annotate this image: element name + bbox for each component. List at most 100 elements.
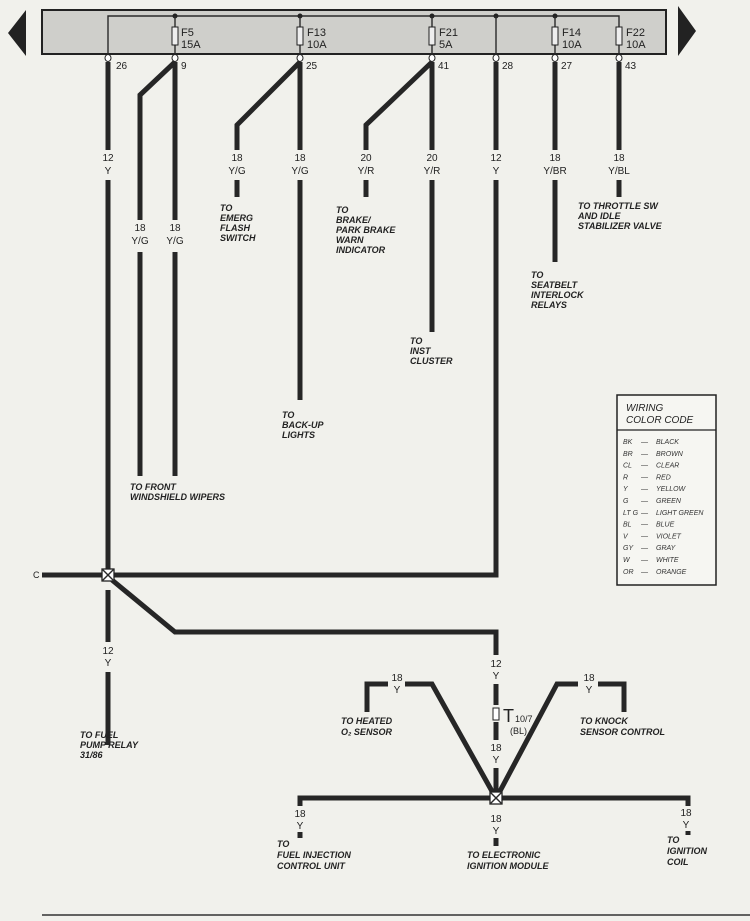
svg-text:Y: Y <box>586 685 593 696</box>
svg-text:Y/G: Y/G <box>131 236 148 247</box>
svg-text:5A: 5A <box>439 39 453 51</box>
legend-dash: — <box>640 545 649 552</box>
svg-text:FLASH: FLASH <box>220 223 250 233</box>
svg-text:Y: Y <box>394 685 401 696</box>
legend-code: Y <box>623 486 629 493</box>
splice-label: C <box>33 570 40 580</box>
svg-text:20: 20 <box>360 153 372 164</box>
svg-text:20: 20 <box>426 153 438 164</box>
svg-text:TO: TO <box>667 835 679 845</box>
svg-text:18: 18 <box>391 673 403 684</box>
legend-color-name: RED <box>656 474 671 481</box>
legend-dash: — <box>640 522 649 529</box>
legend-dash: — <box>640 451 649 458</box>
connector-t10-7: T 10/7 (BL) <box>492 706 533 736</box>
svg-text:TO: TO <box>410 336 422 346</box>
svg-text:10/7: 10/7 <box>515 714 533 724</box>
svg-text:Y/BR: Y/BR <box>543 166 566 177</box>
svg-text:15A: 15A <box>181 39 201 51</box>
svg-text:18: 18 <box>680 808 692 819</box>
svg-text:CLUSTER: CLUSTER <box>410 356 453 366</box>
next-page-arrow-icon[interactable] <box>678 6 696 56</box>
svg-text:Y: Y <box>105 658 112 669</box>
svg-text:IGNITION MODULE: IGNITION MODULE <box>467 861 549 871</box>
legend-color-name: BLACK <box>656 439 679 446</box>
svg-text:COIL: COIL <box>667 857 689 867</box>
svg-text:F13: F13 <box>307 27 326 39</box>
svg-text:INTERLOCK: INTERLOCK <box>531 290 585 300</box>
svg-text:12: 12 <box>102 153 114 164</box>
svg-text:Y/G: Y/G <box>291 166 308 177</box>
svg-text:TO: TO <box>336 205 348 215</box>
legend-color-name: WHITE <box>656 557 679 564</box>
svg-text:TO: TO <box>282 410 294 420</box>
legend-code: BR <box>623 451 633 458</box>
svg-text:O₂ SENSOR: O₂ SENSOR <box>341 727 392 737</box>
svg-text:WARN: WARN <box>336 235 364 245</box>
legend-color-name: VIOLET <box>656 533 682 540</box>
legend-color-name: GREEN <box>656 498 682 505</box>
legend-color-name: ORANGE <box>656 569 687 576</box>
legend-color-name: YELLOW <box>656 486 687 493</box>
wire-labels: 12Y 18Y/G 18Y/G 18Y/G 18Y/G 20Y/R 20Y/R … <box>102 153 692 837</box>
legend-dash: — <box>640 463 649 470</box>
svg-text:18: 18 <box>583 673 595 684</box>
color-code-legend: WIRING COLOR CODE BK—BLACKBR—BROWNCL—CLE… <box>616 394 717 586</box>
svg-text:TO THROTTLE SW: TO THROTTLE SW <box>578 201 659 211</box>
legend-code: G <box>623 498 629 505</box>
svg-text:Y: Y <box>493 826 500 837</box>
svg-text:43: 43 <box>625 61 637 72</box>
svg-text:(BL): (BL) <box>510 726 527 736</box>
legend-code: OR <box>623 569 634 576</box>
svg-text:Y/G: Y/G <box>228 166 245 177</box>
legend-code: GY <box>623 545 634 552</box>
svg-text:TO ELECTRONIC: TO ELECTRONIC <box>467 850 541 860</box>
svg-text:PUMP RELAY: PUMP RELAY <box>80 740 139 750</box>
svg-text:SWITCH: SWITCH <box>220 233 256 243</box>
svg-text:F14: F14 <box>562 27 581 39</box>
svg-text:18: 18 <box>294 153 306 164</box>
svg-text:Y/R: Y/R <box>358 166 375 177</box>
svg-text:18: 18 <box>169 223 181 234</box>
svg-text:Y: Y <box>683 820 690 831</box>
svg-text:12: 12 <box>490 153 502 164</box>
svg-text:Y: Y <box>493 755 500 766</box>
svg-text:10A: 10A <box>562 39 582 51</box>
svg-text:12: 12 <box>102 646 114 657</box>
splice-upper <box>101 568 115 582</box>
svg-text:18: 18 <box>294 809 306 820</box>
svg-text:PARK BRAKE: PARK BRAKE <box>336 225 396 235</box>
legend-dash: — <box>640 510 649 517</box>
svg-text:31/86: 31/86 <box>80 750 104 760</box>
legend-dash: — <box>640 557 649 564</box>
svg-text:18: 18 <box>490 814 502 825</box>
svg-text:18: 18 <box>134 223 146 234</box>
svg-text:STABILIZER VALVE: STABILIZER VALVE <box>578 221 663 231</box>
legend-code: CL <box>623 463 632 470</box>
svg-text:18: 18 <box>490 743 502 754</box>
legend-code: W <box>623 557 631 564</box>
legend-dash: — <box>640 474 649 481</box>
svg-text:TO: TO <box>531 270 543 280</box>
legend-code: R <box>623 474 628 481</box>
svg-text:BACK-UP: BACK-UP <box>282 420 324 430</box>
legend-code: BK <box>623 439 633 446</box>
svg-text:9: 9 <box>181 61 187 72</box>
legend-dash: — <box>640 439 649 446</box>
previous-page-arrow-icon[interactable] <box>8 10 26 56</box>
svg-text:TO: TO <box>277 839 289 849</box>
svg-text:Y/BL: Y/BL <box>608 166 630 177</box>
